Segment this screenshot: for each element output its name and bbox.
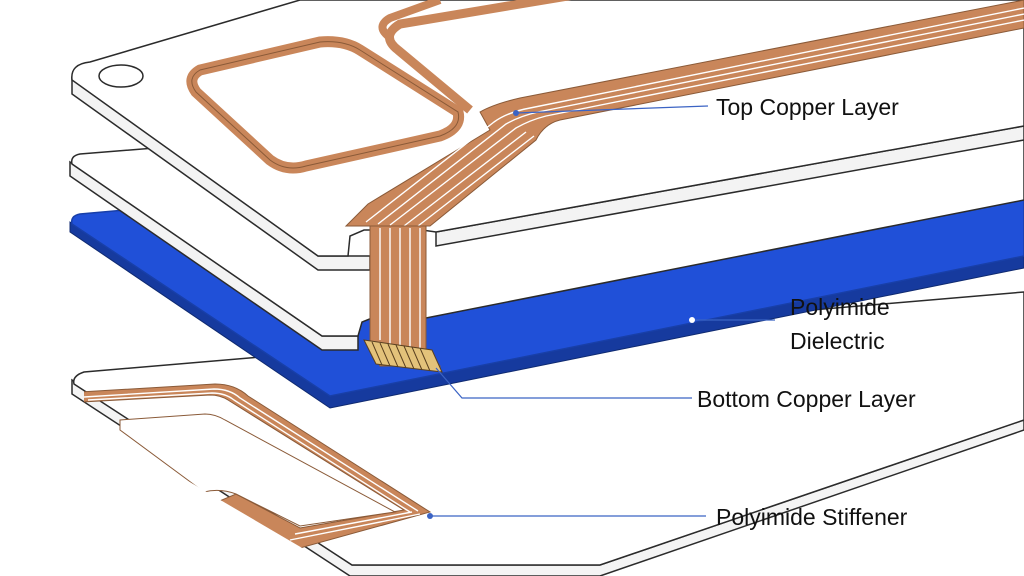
stiffener-trace-line <box>87 392 411 513</box>
connector-pin-lines <box>371 341 431 372</box>
trace-separator <box>417 135 535 227</box>
label-polyimide-dielectric-line2: Dielectric <box>790 328 885 354</box>
label-bottom-copper-layer: Bottom Copper Layer <box>697 386 916 412</box>
stiffener-trace-line <box>84 388 419 512</box>
flex-tail-ribbon <box>369 225 442 367</box>
top-copper-upper-trace <box>385 0 572 114</box>
stiffener-inner-cutout <box>119 413 397 527</box>
callout-labels: Top Copper Layer Polyimide Dielectric Bo… <box>697 94 916 530</box>
top-substrate-edge-right <box>435 125 1024 247</box>
top-substrate-layer <box>71 0 1024 271</box>
leader-dot-stiffener <box>427 513 433 519</box>
connector-pins <box>363 339 443 373</box>
trace-separator <box>389 19 1024 226</box>
leader-top-copper <box>515 105 709 114</box>
trace-separator <box>403 131 527 227</box>
stiffener-trace-line <box>294 511 413 535</box>
leader-dot-top-copper <box>513 110 519 116</box>
flex-tail <box>363 225 443 373</box>
leader-bottom-copper <box>435 367 692 399</box>
leader-lines <box>427 105 775 519</box>
label-polyimide-dielectric-line1: Polyimide <box>790 294 890 320</box>
stiffener-traces <box>84 383 432 549</box>
leader-dot-dielectric <box>689 317 695 323</box>
label-top-copper-layer: Top Copper Layer <box>716 94 899 120</box>
mounting-hole <box>98 64 144 88</box>
top-copper-bundle <box>344 0 1024 227</box>
trace-separator <box>365 7 1024 223</box>
label-polyimide-stiffener: Polyimide Stiffener <box>716 504 908 530</box>
stiffener-trace-line <box>289 513 421 541</box>
top-copper-loop-outline <box>191 41 460 169</box>
